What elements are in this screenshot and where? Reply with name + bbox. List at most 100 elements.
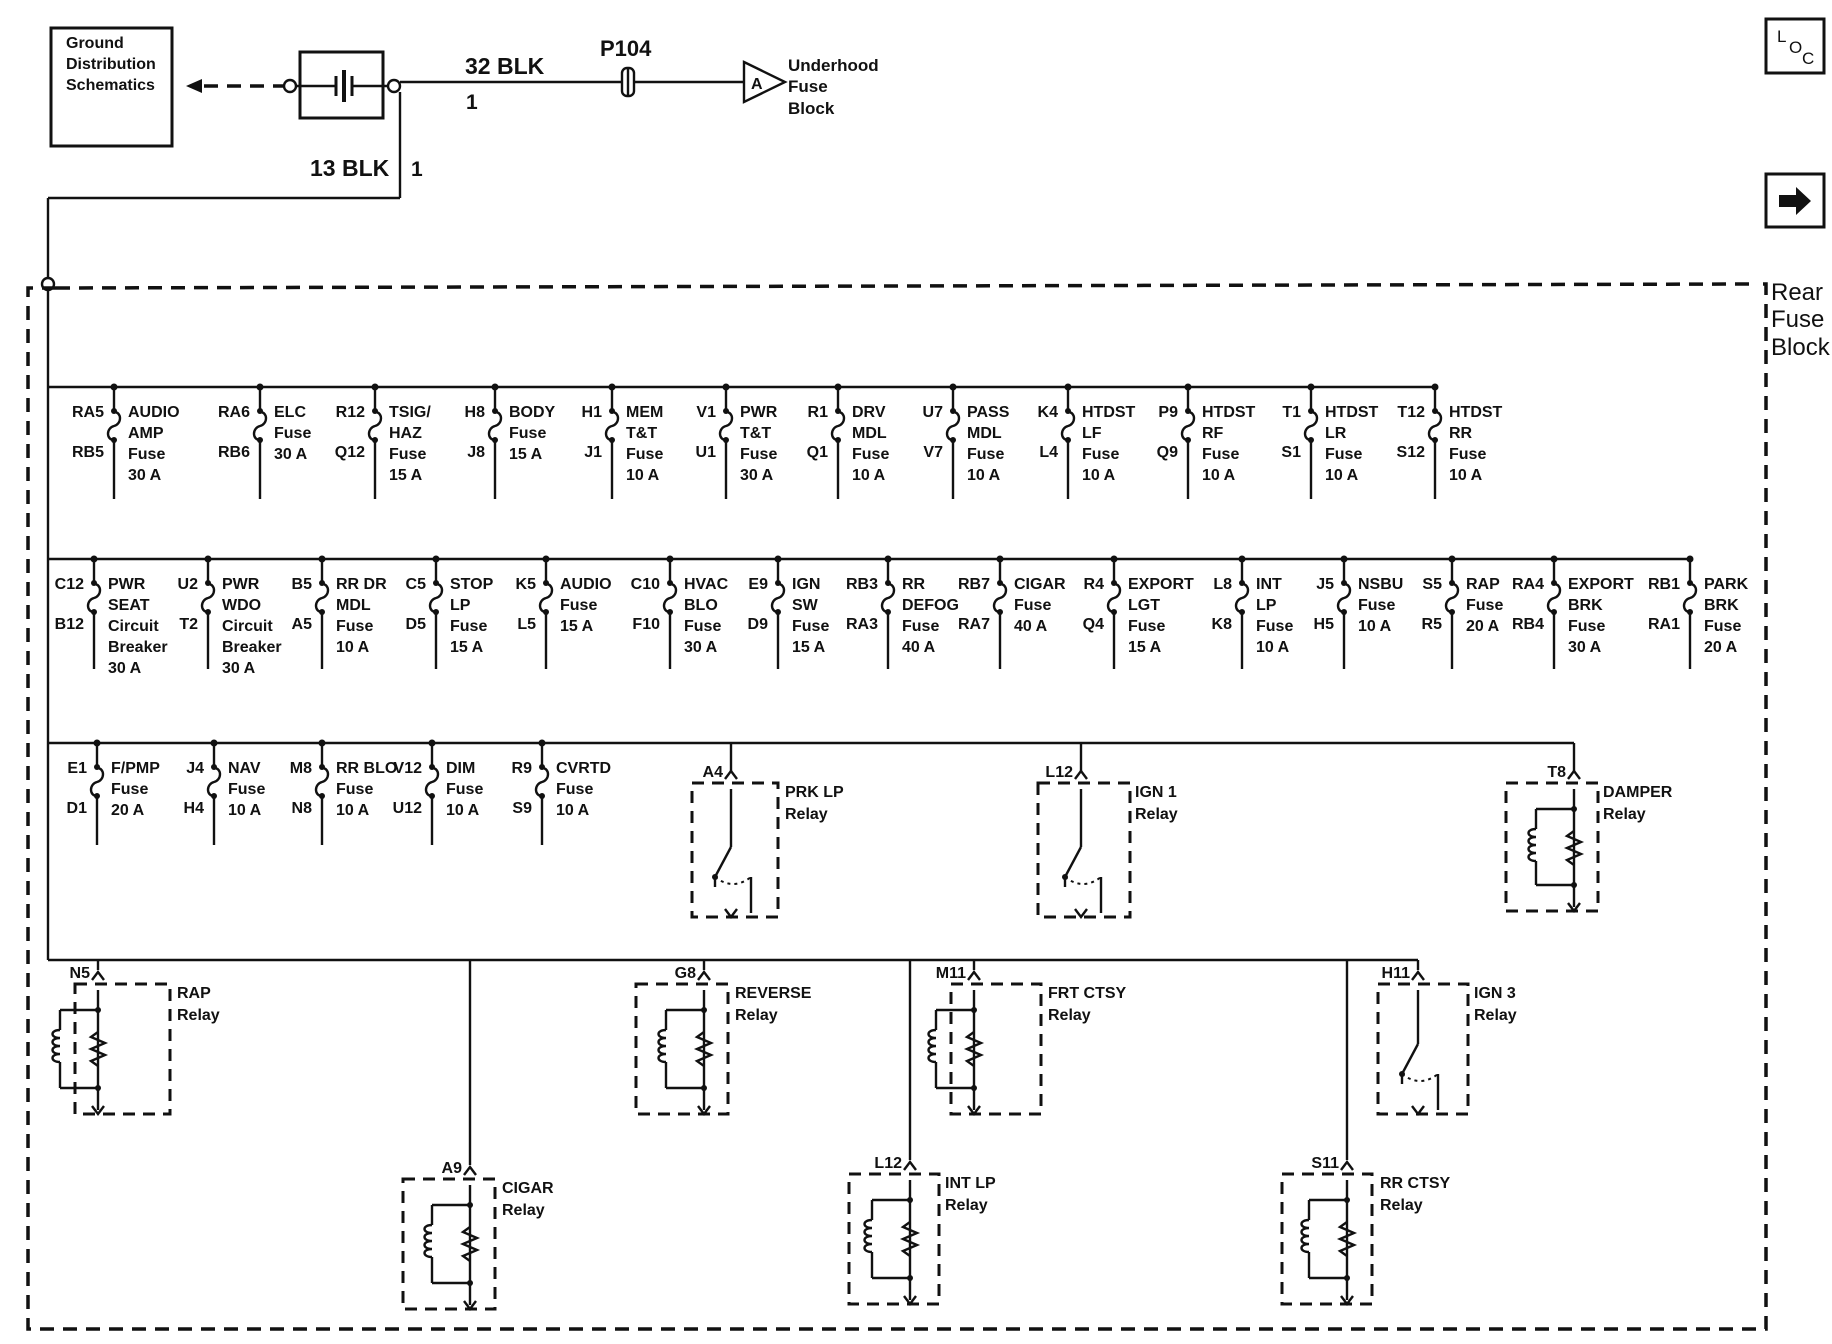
arrow-right-icon[interactable] (1764, 172, 1826, 229)
relay-pin: M11 (936, 965, 966, 982)
pin-top: K5 (516, 576, 537, 593)
fuse-label: T&T (740, 425, 771, 442)
fuse-label: 10 A (1449, 467, 1483, 484)
pin-bottom: H5 (1314, 616, 1335, 633)
wire-32blk-label: 32 BLK (465, 53, 545, 79)
fuse-label: BRK (1568, 597, 1603, 614)
pin-bottom: R5 (1422, 616, 1443, 633)
fuse-label: F/PMP (111, 760, 160, 777)
fuse-label: Fuse (626, 446, 663, 463)
pin-bottom: S1 (1281, 444, 1301, 461)
rear-fuse-block-border (26, 282, 1768, 1331)
svg-text:O: O (1789, 38, 1802, 57)
pin-top: E1 (67, 760, 87, 777)
fuse-label: BODY (509, 404, 556, 421)
pin-bottom: U1 (696, 444, 717, 461)
fuse-label: 30 A (108, 660, 142, 677)
relay-name: DAMPER (1603, 784, 1673, 801)
fuse-label: Fuse (1568, 618, 1605, 635)
fuse-label: SEAT (108, 597, 150, 614)
fuse-label: Fuse (852, 446, 889, 463)
fuse-label: RR (902, 576, 926, 593)
fuse-label: Fuse (450, 618, 487, 635)
fuse-label: 10 A (1082, 467, 1116, 484)
loc-icon[interactable]: L O C (1764, 17, 1826, 75)
relay-kind: Relay (1603, 806, 1646, 823)
relay-name: IGN 3 (1474, 985, 1516, 1002)
underhood-connector-icon[interactable] (742, 60, 788, 104)
pin-top: RA5 (72, 404, 104, 421)
fuse-label: MDL (336, 597, 371, 614)
rear-block-label-line1: Rear (1771, 279, 1823, 306)
fuse-label: Fuse (1449, 446, 1486, 463)
p104-connector[interactable] (620, 66, 636, 98)
pin-top: P9 (1158, 404, 1178, 421)
fuse-label: Fuse (967, 446, 1004, 463)
relay-kind: Relay (1380, 1197, 1423, 1214)
pin-bottom: K8 (1212, 616, 1233, 633)
fuse-label: HVAC (684, 576, 729, 593)
fuse-label: Fuse (128, 446, 165, 463)
fuse-label: HTDST (1449, 404, 1503, 421)
pin-top: RB7 (958, 576, 990, 593)
fuse-label: Circuit (108, 618, 159, 635)
relay-pin: A4 (703, 764, 724, 781)
fuse-label: 10 A (852, 467, 886, 484)
fuse-label: 10 A (1358, 618, 1392, 635)
wire-13blk-label: 13 BLK (310, 155, 390, 181)
fuse-label: DIM (446, 760, 475, 777)
pin-top: RB1 (1648, 576, 1680, 593)
relay-pin: L12 (874, 1155, 902, 1172)
pin-bottom: J8 (467, 444, 485, 461)
pin-bottom: D1 (67, 800, 88, 817)
fuse-label: 10 A (336, 802, 370, 819)
pin-bottom: D5 (406, 616, 427, 633)
pin-top: M8 (290, 760, 312, 777)
ground-distribution-box[interactable] (49, 26, 174, 148)
relay-pin: S11 (1311, 1155, 1339, 1172)
pin-bottom: V7 (923, 444, 943, 461)
